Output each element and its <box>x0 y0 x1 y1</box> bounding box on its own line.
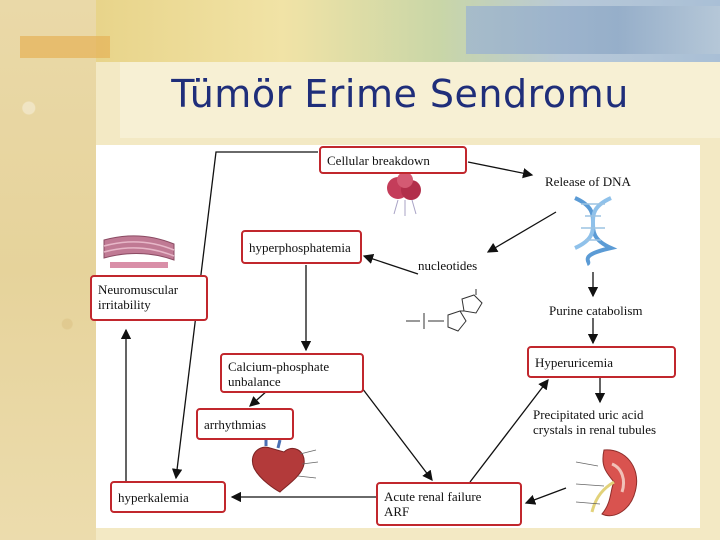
node-precipitated-label-2: crystals in renal tubules <box>533 422 657 437</box>
node-hyperphosphatemia-label: hyperphosphatemia <box>249 240 351 255</box>
node-hyperuricemia-label: Hyperuricemia <box>535 355 613 370</box>
node-neuromuscular-label-1: Neuromuscular <box>98 282 179 297</box>
node-calcium-phosphate: Calcium-phosphate unbalance <box>220 353 364 393</box>
diagram-panel <box>96 145 700 528</box>
node-nucleotides: nucleotides <box>418 258 478 273</box>
nucleotide-structure-illustration <box>406 289 483 332</box>
arrow-calcium-to-arf <box>361 387 433 482</box>
node-purine-catabolism: Purine catabolism <box>549 303 643 318</box>
background-top-leaf <box>20 36 110 58</box>
node-calcium-label-1: Calcium-phosphate <box>228 359 330 374</box>
node-cellular-breakdown-label: Cellular breakdown <box>327 153 430 168</box>
node-calcium-label-2: unbalance <box>228 374 281 389</box>
muscle-fiber-illustration <box>103 235 175 268</box>
node-arrhythmias: arrhythmias <box>196 408 294 440</box>
arrow-nucleotides-to-hyperphosphatemia <box>362 253 419 275</box>
arrow-dna-to-nucleotides <box>486 211 557 253</box>
dna-helix-illustration <box>574 196 618 266</box>
arrow-kidney-to-arf <box>524 487 567 505</box>
node-precipitated-label-1: Precipitated uric acid <box>533 407 644 422</box>
arrow-breakdown-to-hyperkalemia <box>171 151 318 480</box>
node-acute-renal-label-2: ARF <box>384 504 410 519</box>
background-top-accent <box>466 6 720 54</box>
node-precipitated-uric-acid: Precipitated uric acid crystals in renal… <box>533 407 656 437</box>
node-acute-renal-failure: Acute renal failure ARF <box>376 482 522 526</box>
background-left-strip <box>0 0 96 540</box>
node-neuromuscular-label-2: irritability <box>98 297 151 312</box>
title-band <box>120 62 720 138</box>
node-neuromuscular: Neuromuscular irritability <box>90 275 208 321</box>
kidney-illustration <box>575 449 638 517</box>
node-hyperuricemia: Hyperuricemia <box>527 346 676 378</box>
heart-illustration <box>252 440 319 493</box>
arrow-breakdown-to-dna <box>467 161 534 179</box>
node-hyperphosphatemia: hyperphosphatemia <box>241 230 362 264</box>
node-hyperkalemia-label: hyperkalemia <box>118 490 189 505</box>
cell-illustration <box>387 172 421 216</box>
node-hyperkalemia: hyperkalemia <box>110 481 226 513</box>
slide-title: Tümör Erime Sendromu <box>171 72 629 116</box>
node-release-dna: Release of DNA <box>545 174 631 189</box>
node-acute-renal-label-1: Acute renal failure <box>384 489 482 504</box>
node-cellular-breakdown: Cellular breakdown <box>319 146 467 174</box>
arrow-arf-to-hyperuricemia <box>469 378 549 483</box>
node-arrhythmias-label: arrhythmias <box>204 417 267 432</box>
